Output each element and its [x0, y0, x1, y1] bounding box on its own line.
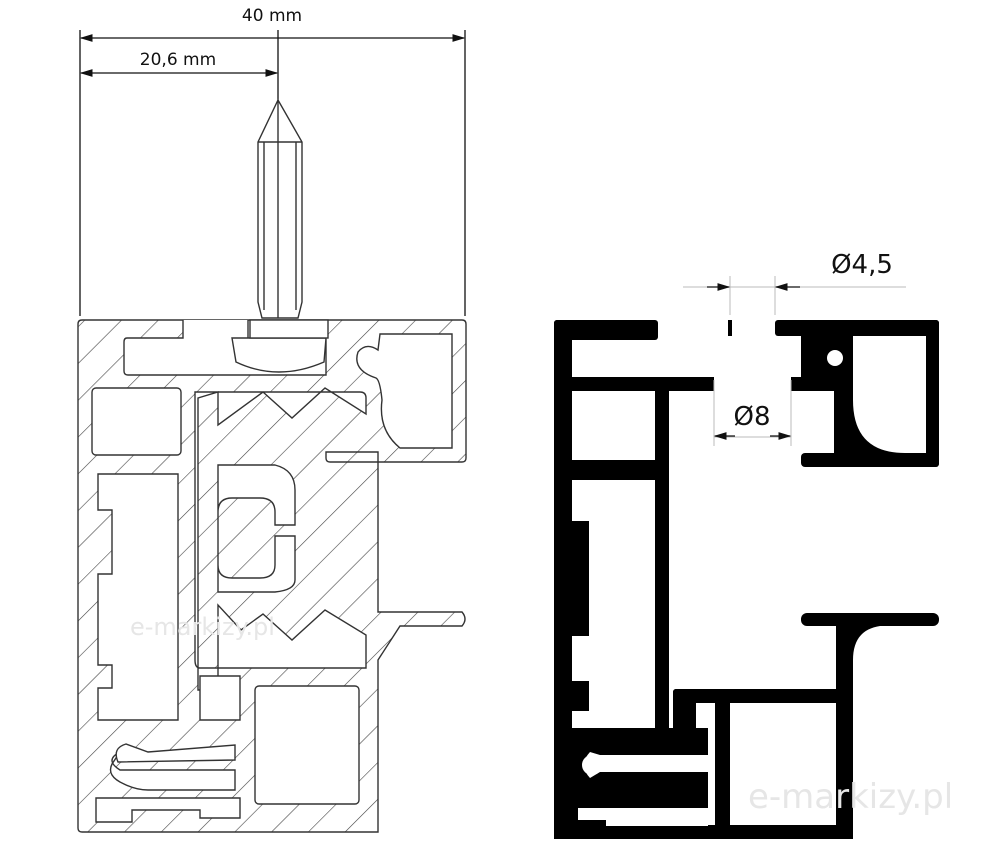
fastening-pin [249, 98, 329, 339]
pin-offset-label: 20,6 mm [140, 50, 216, 70]
watermark-left: e-markizy.pl [130, 613, 275, 641]
black-profile-section [554, 320, 939, 839]
overall-width-label: 40 mm [242, 6, 302, 26]
large-hole-label: Ø8 [733, 402, 770, 432]
pin-cap [231, 337, 327, 373]
dimension-lines [79, 30, 466, 316]
hatched-profile-section [77, 319, 467, 833]
hole-dimensions [683, 276, 906, 446]
small-hole-label: Ø4,5 [831, 250, 893, 280]
watermark-right: e-markizy.pl [748, 777, 953, 817]
